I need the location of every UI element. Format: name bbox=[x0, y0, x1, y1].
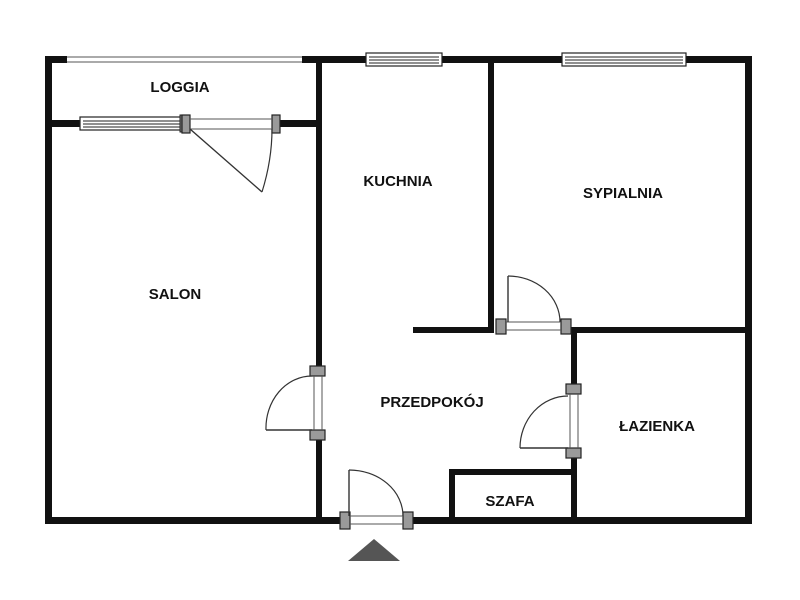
room-label-szafa: SZAFA bbox=[485, 493, 534, 510]
room-label-salon: SALON bbox=[149, 286, 202, 303]
wall-outer-top-3 bbox=[442, 56, 562, 63]
wall-sypialnia-bottom bbox=[571, 327, 752, 333]
wall-outer-right bbox=[745, 56, 752, 524]
window-sypialnia bbox=[561, 52, 687, 67]
room-label-kuchnia: KUCHNIA bbox=[363, 173, 432, 190]
door-swing-icon bbox=[519, 383, 582, 459]
wall-outer-bottom-2 bbox=[413, 517, 752, 524]
wall-outer-bottom-1 bbox=[45, 517, 343, 524]
wall-lazienka-left-upper bbox=[571, 327, 577, 387]
wall-loggia-salon-1 bbox=[52, 120, 82, 127]
door-swing-icon bbox=[495, 275, 572, 335]
door-swing-icon bbox=[181, 114, 281, 193]
wall-outer-left bbox=[45, 56, 52, 524]
wall-salon-hall-lower bbox=[316, 438, 322, 524]
door-swing-icon bbox=[339, 469, 414, 530]
wall-outer-top-4 bbox=[686, 56, 752, 63]
window-loggia-salon bbox=[79, 114, 188, 133]
wall-kuchnia-partial bbox=[413, 327, 494, 333]
wall-lazienka-left-lower bbox=[571, 458, 577, 524]
room-label-lazienka: ŁAZIENKA bbox=[619, 418, 695, 435]
entrance-triangle-icon bbox=[348, 539, 400, 561]
wall-szafa-left bbox=[449, 469, 455, 524]
wall-loggia-top bbox=[51, 56, 305, 63]
wall-loggia-salon-2 bbox=[280, 120, 318, 127]
wall-kuchnia-sypialnia bbox=[488, 56, 494, 333]
room-label-przedpokoj: PRZEDPOKÓJ bbox=[380, 393, 483, 411]
room-label-sypialnia: SYPIALNIA bbox=[583, 185, 663, 202]
wall-salon-kuchnia bbox=[316, 56, 322, 368]
room-label-loggia: LOGGIA bbox=[150, 79, 209, 96]
door-swing-icon bbox=[265, 365, 326, 441]
wall-outer-top-1 bbox=[45, 56, 67, 63]
window-kuchnia bbox=[365, 52, 443, 67]
wall-szafa-top bbox=[449, 469, 577, 475]
wall-outer-top-2 bbox=[302, 56, 366, 63]
walls bbox=[45, 56, 752, 524]
